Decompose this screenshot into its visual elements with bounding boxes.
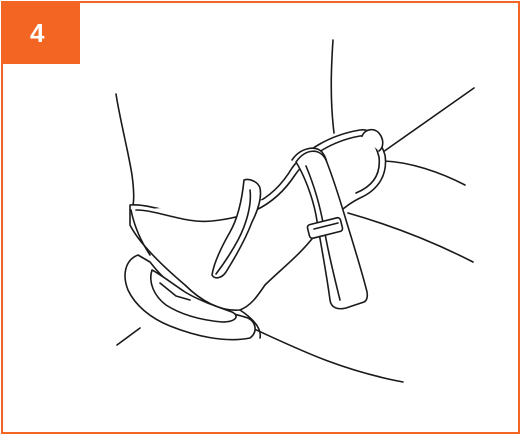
limb-upper-contour	[331, 40, 334, 133]
limb-lower-arc	[252, 328, 403, 382]
limb-lower-right	[348, 213, 473, 262]
limb-lower-left	[117, 328, 140, 345]
limb-right-diagonal	[383, 88, 474, 152]
limb-right-curve	[384, 161, 465, 185]
limb-left-contour	[116, 94, 134, 205]
